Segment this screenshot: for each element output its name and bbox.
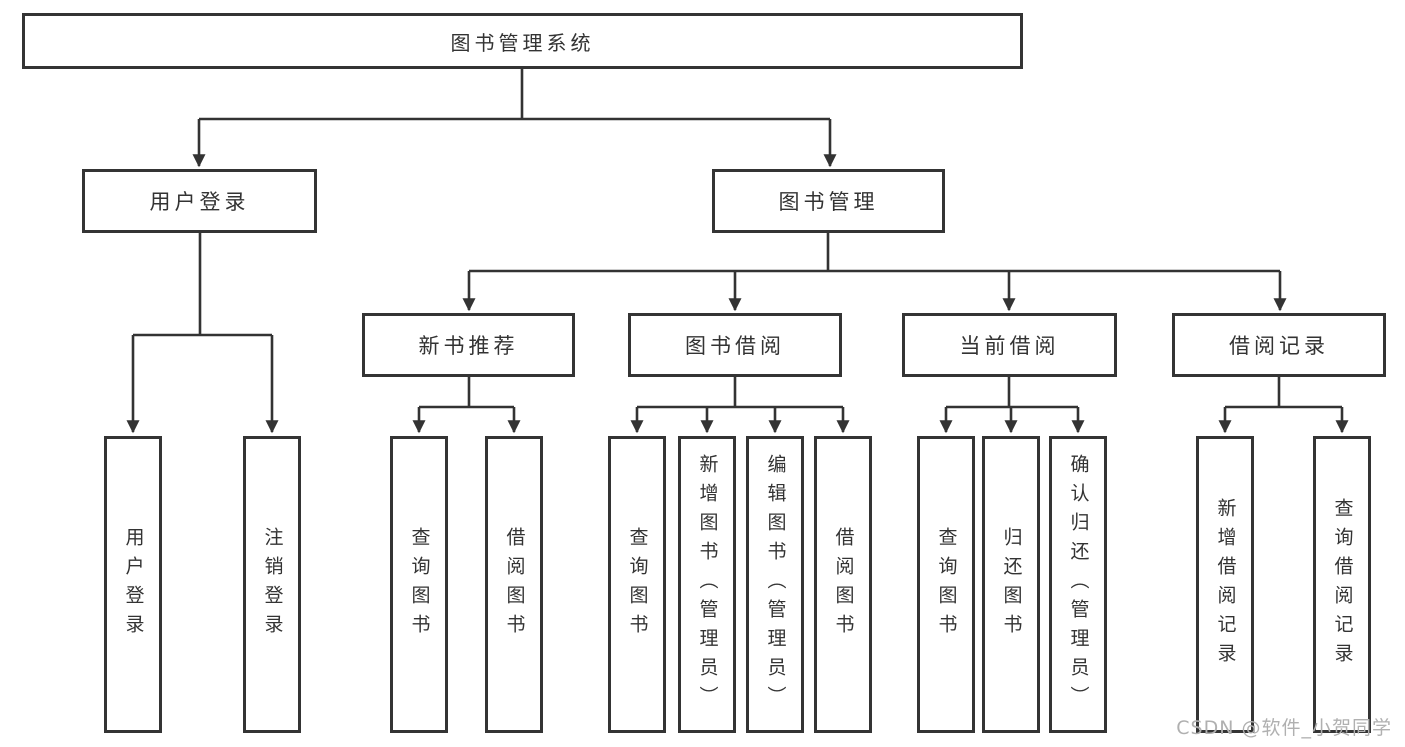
leaf-borrow-books-recommend: 借阅图书 [485, 436, 543, 733]
leaf-edit-books-admin: 编辑图书（管理员） [746, 436, 804, 733]
leaf-confirm-return-admin-label: 确认归还（管理员） [1067, 454, 1090, 715]
leaf-query-borrow-record-label: 查询借阅记录 [1331, 497, 1354, 672]
leaf-confirm-return-admin: 确认归还（管理员） [1049, 436, 1107, 733]
leaf-add-borrow-record-label: 新增借阅记录 [1214, 497, 1237, 672]
node-current-borrow-label: 当前借阅 [959, 334, 1060, 358]
node-book-management-label: 图书管理 [778, 190, 879, 214]
leaf-user-login-label: 用户登录 [122, 526, 145, 643]
leaf-query-books-borrow-label: 查询图书 [626, 526, 649, 643]
leaf-borrow-books-label: 借阅图书 [832, 526, 855, 643]
leaf-user-login: 用户登录 [104, 436, 162, 733]
node-root: 图书管理系统 [22, 13, 1023, 69]
csdn-watermark: CSDN @软件_小贺同学 [1176, 717, 1392, 739]
leaf-borrow-books: 借阅图书 [814, 436, 872, 733]
node-root-label: 图书管理系统 [450, 30, 595, 55]
leaf-return-books: 归还图书 [982, 436, 1040, 733]
node-book-management: 图书管理 [712, 169, 945, 233]
leaf-query-books-recommend: 查询图书 [390, 436, 448, 733]
leaf-borrow-books-recommend-label: 借阅图书 [503, 526, 526, 643]
leaf-add-books-admin: 新增图书（管理员） [678, 436, 736, 733]
leaf-query-books-borrow: 查询图书 [608, 436, 666, 733]
leaf-logout-label: 注销登录 [261, 526, 284, 643]
leaf-logout: 注销登录 [243, 436, 301, 733]
node-current-borrow: 当前借阅 [902, 313, 1117, 377]
node-user-login-label: 用户登录 [149, 190, 250, 214]
leaf-add-borrow-record: 新增借阅记录 [1196, 436, 1254, 733]
leaf-query-borrow-record: 查询借阅记录 [1313, 436, 1371, 733]
node-user-login: 用户登录 [82, 169, 317, 233]
leaf-query-books-current: 查询图书 [917, 436, 975, 733]
leaf-edit-books-admin-label: 编辑图书（管理员） [764, 454, 787, 715]
node-borrow-records-label: 借阅记录 [1229, 334, 1329, 358]
node-new-book-recommend: 新书推荐 [362, 313, 575, 377]
node-book-borrow: 图书借阅 [628, 313, 842, 377]
node-book-borrow-label: 图书借阅 [685, 334, 785, 358]
node-new-book-recommend-label: 新书推荐 [418, 334, 519, 358]
leaf-query-books-recommend-label: 查询图书 [408, 526, 431, 643]
leaf-query-books-current-label: 查询图书 [935, 526, 958, 643]
leaf-add-books-admin-label: 新增图书（管理员） [696, 454, 719, 715]
leaf-return-books-label: 归还图书 [1000, 526, 1023, 643]
node-borrow-records: 借阅记录 [1172, 313, 1386, 377]
